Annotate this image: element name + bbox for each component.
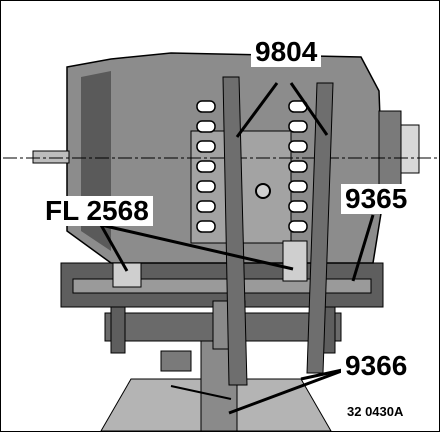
jack-handle [170,385,232,400]
jack-foot [160,350,192,372]
drain-plug [255,183,271,199]
wood-block-right [282,240,308,282]
label-jack: 9366 [341,351,412,381]
label-block: FL 2568 [41,196,153,226]
fins-right [288,100,308,233]
label-support: 9365 [341,184,412,214]
label-strap: 9804 [251,37,322,67]
input-shaft [32,150,70,164]
support-frame-inner [72,278,372,294]
strap-left [222,76,248,386]
support-leg-left [110,306,126,354]
leader-lines [99,82,375,415]
output-flange [400,124,420,174]
output-housing [378,110,402,192]
wood-block-left [112,262,142,288]
fins-left [196,100,216,233]
figure-id: 32 0430A [347,404,404,419]
